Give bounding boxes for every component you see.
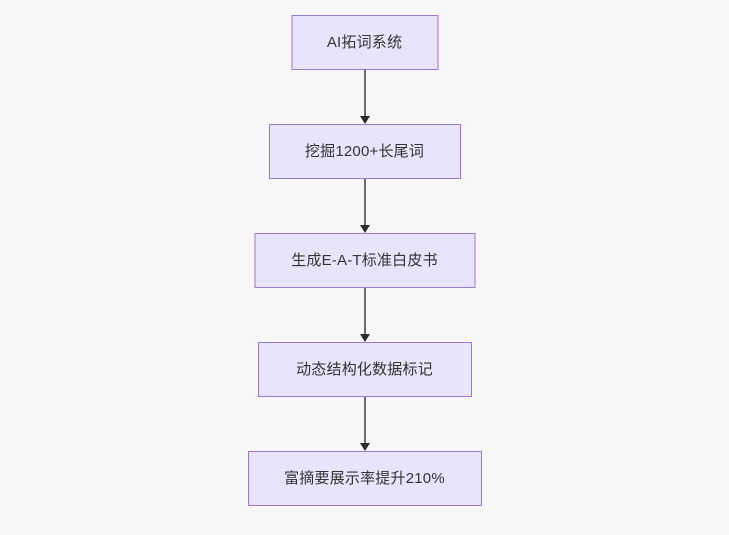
flow-node-label: 生成E-A-T标准白皮书 xyxy=(291,251,438,269)
connector-node-2-to-node-3 xyxy=(358,179,372,233)
flow-node-label: 富摘要展示率提升210% xyxy=(284,469,445,487)
connector-line xyxy=(363,288,366,334)
arrowhead-icon xyxy=(359,443,370,451)
flow-node-ai-keyword-system[interactable]: AI拓词系统 xyxy=(291,15,438,70)
arrowhead-icon xyxy=(359,334,370,342)
arrowhead-icon xyxy=(359,116,370,124)
connector-line xyxy=(363,179,366,225)
connector-line xyxy=(363,397,366,443)
connector-node-4-to-node-5 xyxy=(358,397,372,451)
flow-node-label: 动态结构化数据标记 xyxy=(296,360,433,378)
flow-node-eat-whitepaper[interactable]: 生成E-A-T标准白皮书 xyxy=(254,233,475,288)
flow-node-label: AI拓词系统 xyxy=(326,33,403,51)
flow-node-longtail-keywords[interactable]: 挖掘1200+长尾词 xyxy=(268,124,461,179)
arrowhead-icon xyxy=(359,225,370,233)
connector-line xyxy=(363,70,366,116)
flow-node-structured-data-markup[interactable]: 动态结构化数据标记 xyxy=(257,342,472,397)
connector-node-1-to-node-2 xyxy=(358,70,372,124)
flow-node-rich-snippet-result[interactable]: 富摘要展示率提升210% xyxy=(247,451,482,506)
connector-node-3-to-node-4 xyxy=(358,288,372,342)
flow-node-label: 挖掘1200+长尾词 xyxy=(304,142,425,160)
